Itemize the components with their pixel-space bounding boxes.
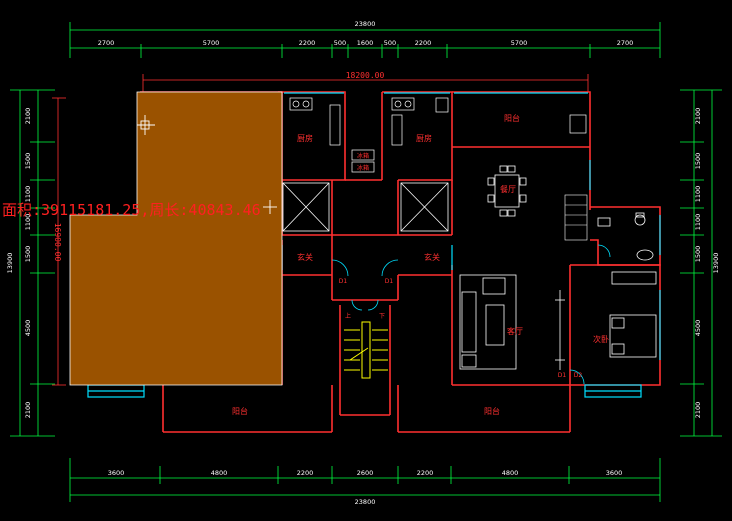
room-kitchen-left: 厨房: [297, 133, 313, 143]
dim-top-seg-4: 500: [334, 39, 346, 47]
walls: [140, 91, 661, 433]
dim-top-seg-1: 2700: [98, 39, 115, 47]
selected-area-fill[interactable]: [69, 91, 283, 386]
dim-right-seg-5: 1500: [694, 246, 702, 263]
dim-right-seg-4: 1100: [694, 214, 702, 231]
room-dining: 餐厅: [500, 185, 516, 194]
room-balcony-top-right: 阳台: [504, 113, 520, 123]
dim-top-total: 23800: [355, 20, 376, 28]
dim-bottom-total: 23800: [355, 498, 376, 506]
doors: [331, 244, 611, 385]
left-dimension-chain: [10, 89, 55, 437]
dim-top-seg-9: 2700: [617, 39, 634, 47]
mark-door-d1-left: D1: [339, 278, 348, 285]
right-dimension-chain: [680, 89, 722, 437]
windows: [87, 92, 661, 398]
dim-right-seg-1: 2100: [694, 108, 702, 125]
bedroom-bath-fixtures: [597, 212, 657, 358]
mark-door-d1-bottom: D1: [558, 372, 567, 379]
living-furniture: [459, 274, 565, 370]
top-dimension-chain: [69, 22, 661, 58]
mark-stair-down: 下: [379, 313, 385, 320]
crosshair-cursor-2-icon: [263, 200, 277, 214]
dim-top-seg-6: 500: [384, 39, 396, 47]
room-foyer-right: 玄关: [424, 252, 440, 262]
room-living: 客厅: [507, 326, 523, 336]
dim-bottom-seg-5: 2200: [417, 469, 434, 477]
room-balcony-bottom-left: 阳台: [232, 406, 248, 416]
dim-left-seg-3: 1100: [24, 186, 32, 203]
interior-stair: [564, 194, 588, 241]
mark-door-d1-right: D1: [385, 278, 394, 285]
dim-left-total: 13900: [6, 253, 14, 274]
dim-bottom-seg-1: 3600: [108, 469, 125, 477]
mark-door-d2-bottom: D2: [574, 372, 583, 379]
main-stair: [344, 321, 388, 379]
room-second-bedroom: 次卧: [593, 334, 609, 344]
dim-top-seg-2: 5700: [203, 39, 220, 47]
mark-fridge-1: 冰箱: [357, 152, 369, 160]
dim-inner-width: 18200.00: [346, 71, 385, 80]
mark-fridge-2: 冰箱: [357, 164, 369, 172]
dim-inner-height: 16900.00: [53, 223, 62, 262]
dim-left-seg-6: 4500: [24, 320, 32, 337]
elevator-shafts: [282, 182, 449, 232]
bottom-dimension-chain: [69, 458, 661, 502]
area-perimeter-readout: 面积:39115181.25,周长:40843.46: [2, 201, 261, 219]
inner-red-dimension: [52, 74, 589, 386]
room-kitchen-right: 厨房: [416, 133, 432, 143]
kitchen-fixtures: [289, 97, 587, 173]
mark-stair-up: 上: [345, 312, 351, 320]
dim-left-seg-5: 1500: [24, 246, 32, 263]
dim-top-seg-7: 2200: [415, 39, 432, 47]
dim-bottom-seg-2: 4800: [211, 469, 228, 477]
dim-left-seg-7: 2100: [24, 402, 32, 419]
crosshair-cursor-icon: [137, 115, 155, 135]
dim-top-seg-5: 1600: [357, 39, 374, 47]
dim-right-seg-3: 1100: [694, 186, 702, 203]
dim-right-total: 13900: [712, 253, 720, 274]
dim-right-seg-7: 2100: [694, 402, 702, 419]
dim-right-seg-6: 4500: [694, 320, 702, 337]
dim-left-seg-4: 1100: [24, 214, 32, 231]
room-foyer-left: 玄关: [297, 252, 313, 262]
dim-bottom-seg-4: 2600: [357, 469, 374, 477]
dim-top-seg-8: 5700: [511, 39, 528, 47]
dim-bottom-seg-7: 3600: [606, 469, 623, 477]
dim-top-seg-3: 2200: [299, 39, 316, 47]
dim-right-seg-2: 1500: [694, 153, 702, 170]
dim-left-seg-1: 2100: [24, 108, 32, 125]
dining-table: [487, 165, 527, 217]
dim-bottom-seg-3: 2200: [297, 469, 314, 477]
room-balcony-bottom-right: 阳台: [484, 406, 500, 416]
dim-bottom-seg-6: 4800: [502, 469, 519, 477]
dim-left-seg-2: 1500: [24, 153, 32, 170]
